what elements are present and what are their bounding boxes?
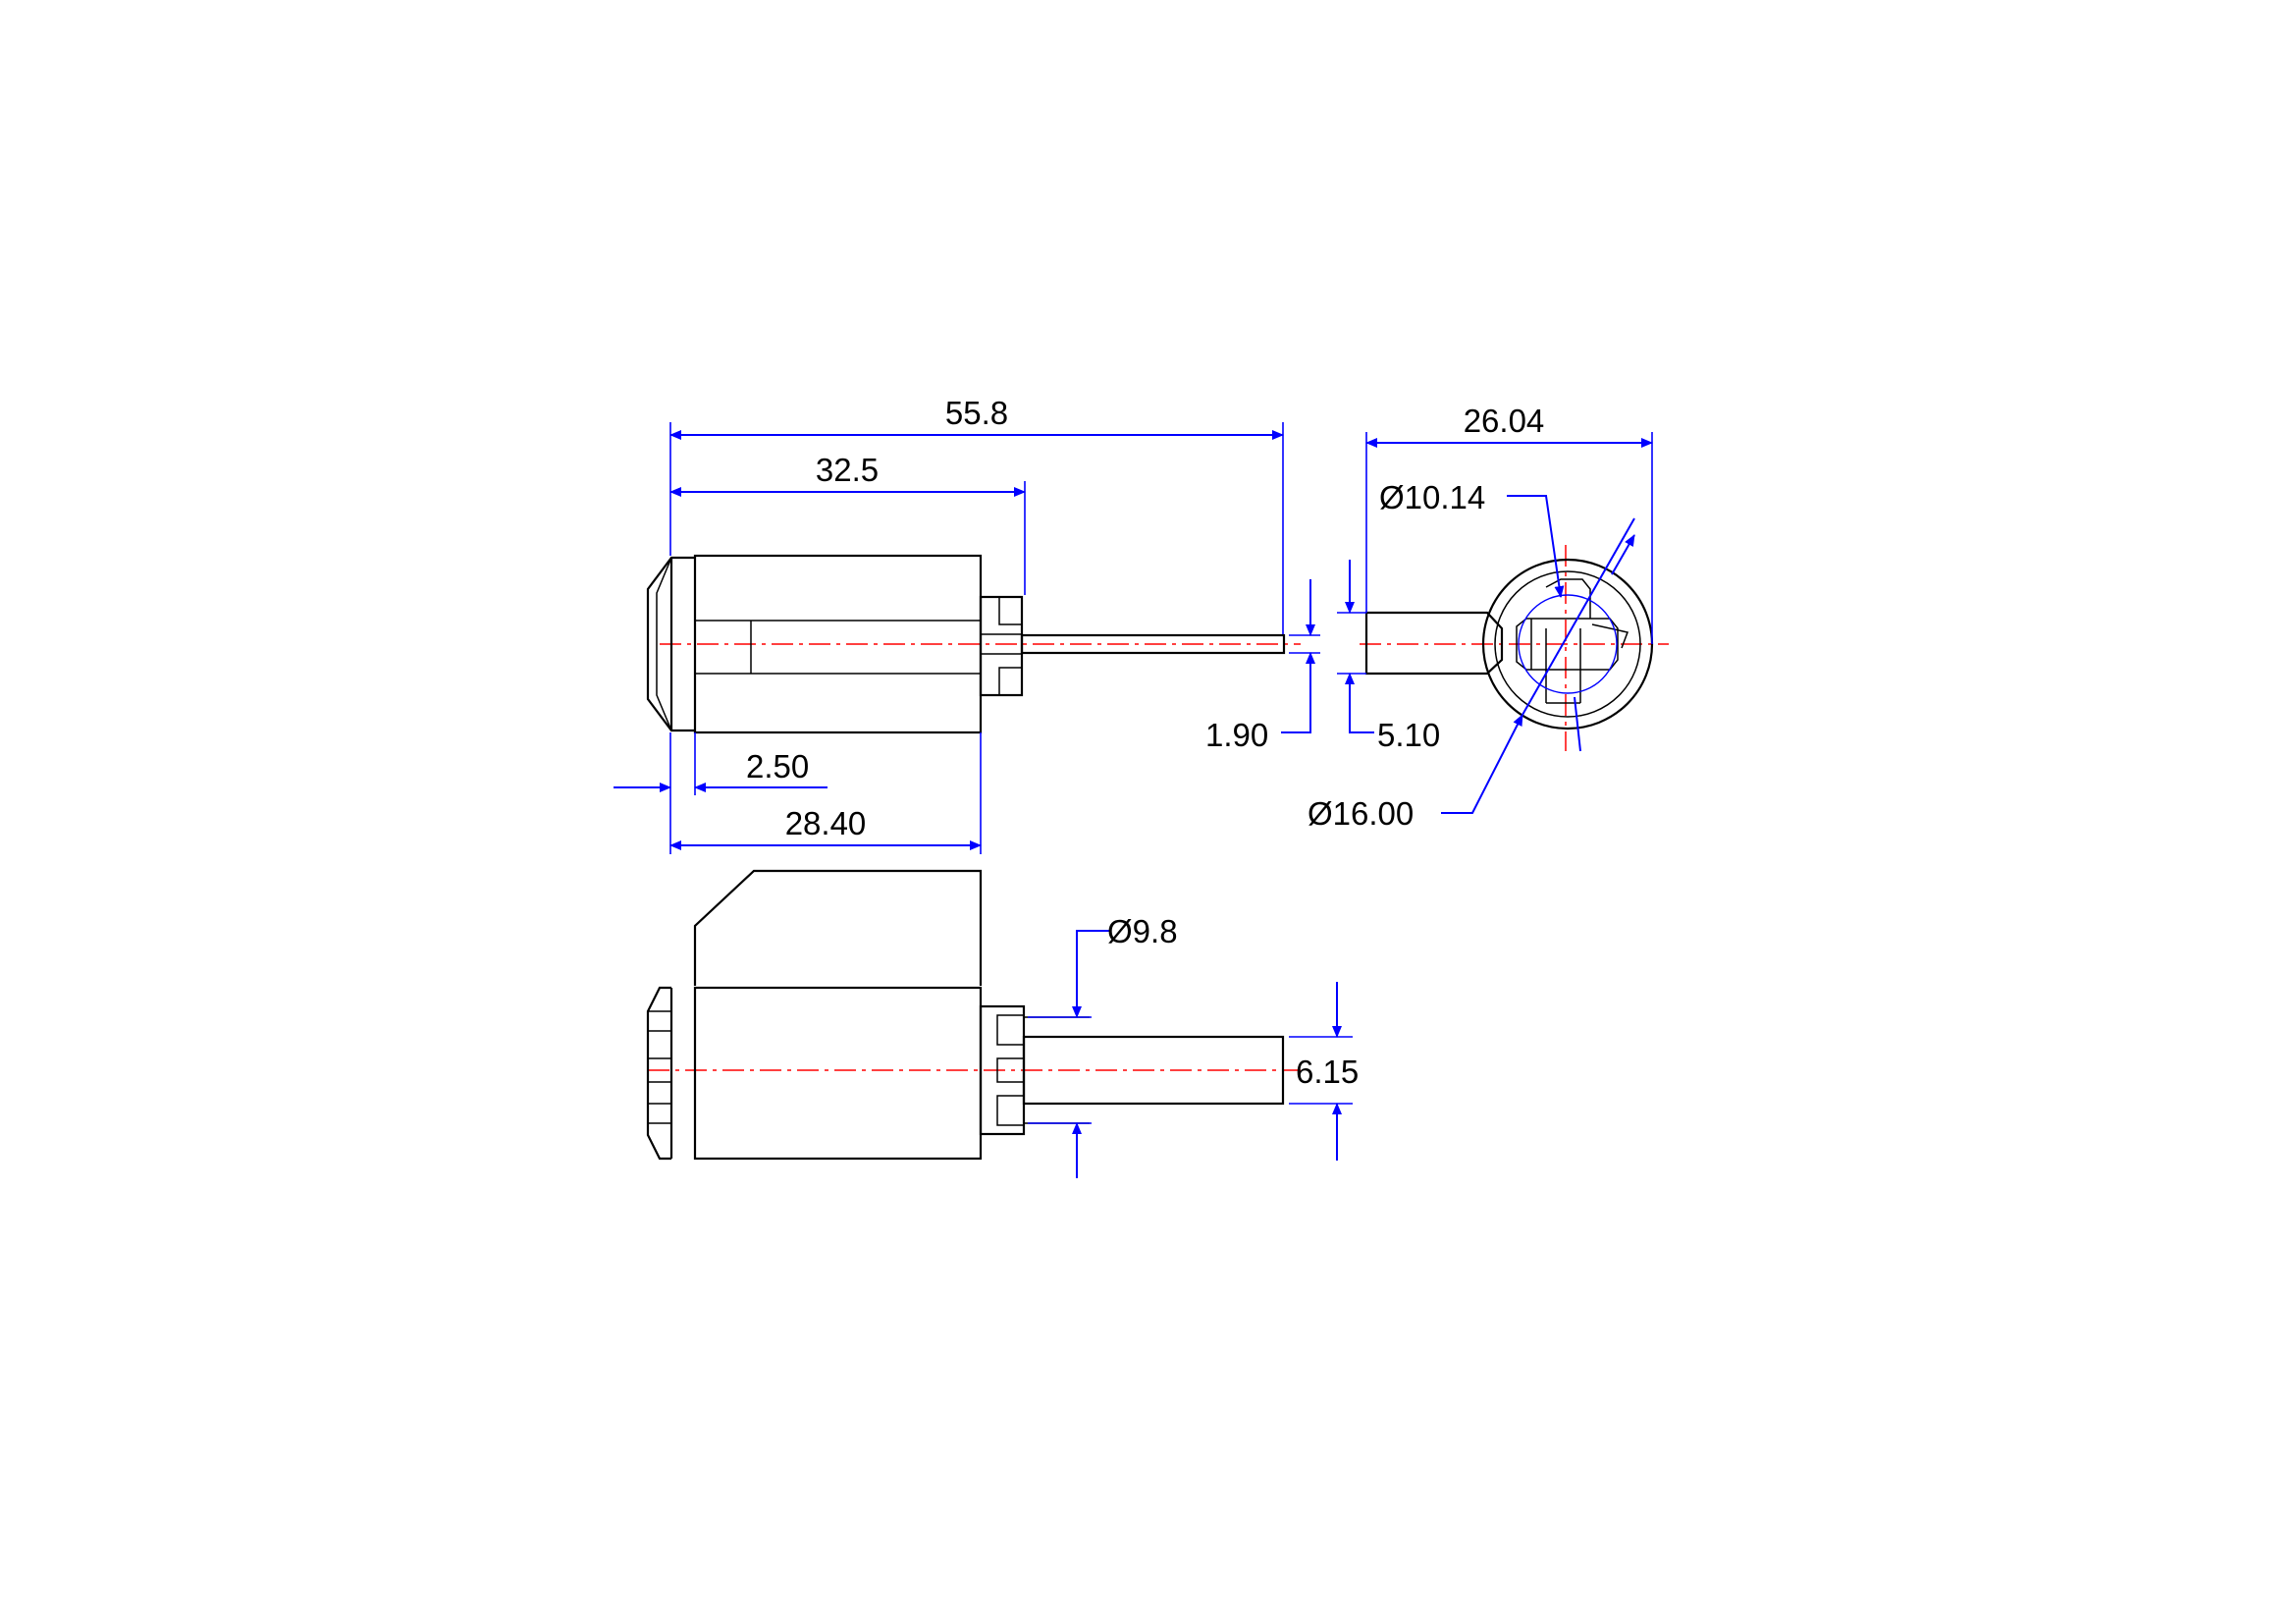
dimension-lines: 55.8 32.5 1.90 5.10 26.04 Ø10.14 Ø16.00 [614,395,1653,1178]
dim-overall-width: 26.04 [1464,403,1545,439]
top-view-shaft [1022,1035,1285,1106]
dim-collar-length: 2.50 [746,748,809,784]
front-view [646,554,1301,734]
front-view-pin [1020,633,1286,655]
side-view [1360,545,1669,751]
front-view-collar [646,556,695,732]
top-view-cylinder-body [693,986,983,1161]
side-view-tail [1364,611,1504,676]
dim-pin-offset: 5.10 [1377,717,1440,753]
dim-cylinder-length: 28.40 [785,805,867,841]
dim-overall-length: 55.8 [945,395,1008,431]
top-view [646,869,1301,1161]
front-view-cam-block [979,595,1024,697]
dim-outer-diameter: Ø16.00 [1308,795,1414,832]
dim-body-length: 32.5 [816,452,879,488]
top-view-collar [646,986,673,1161]
top-view-housing [693,869,983,986]
side-view-inner-diameter-circle [1518,594,1618,694]
dim-shaft-height: 6.15 [1296,1054,1359,1090]
dim-inner-diameter: Ø10.14 [1379,479,1485,515]
side-view-inner-plug [1516,618,1619,671]
dim-pin-diameter: 1.90 [1205,717,1268,753]
dim-shaft-diameter: Ø9.8 [1107,913,1178,949]
